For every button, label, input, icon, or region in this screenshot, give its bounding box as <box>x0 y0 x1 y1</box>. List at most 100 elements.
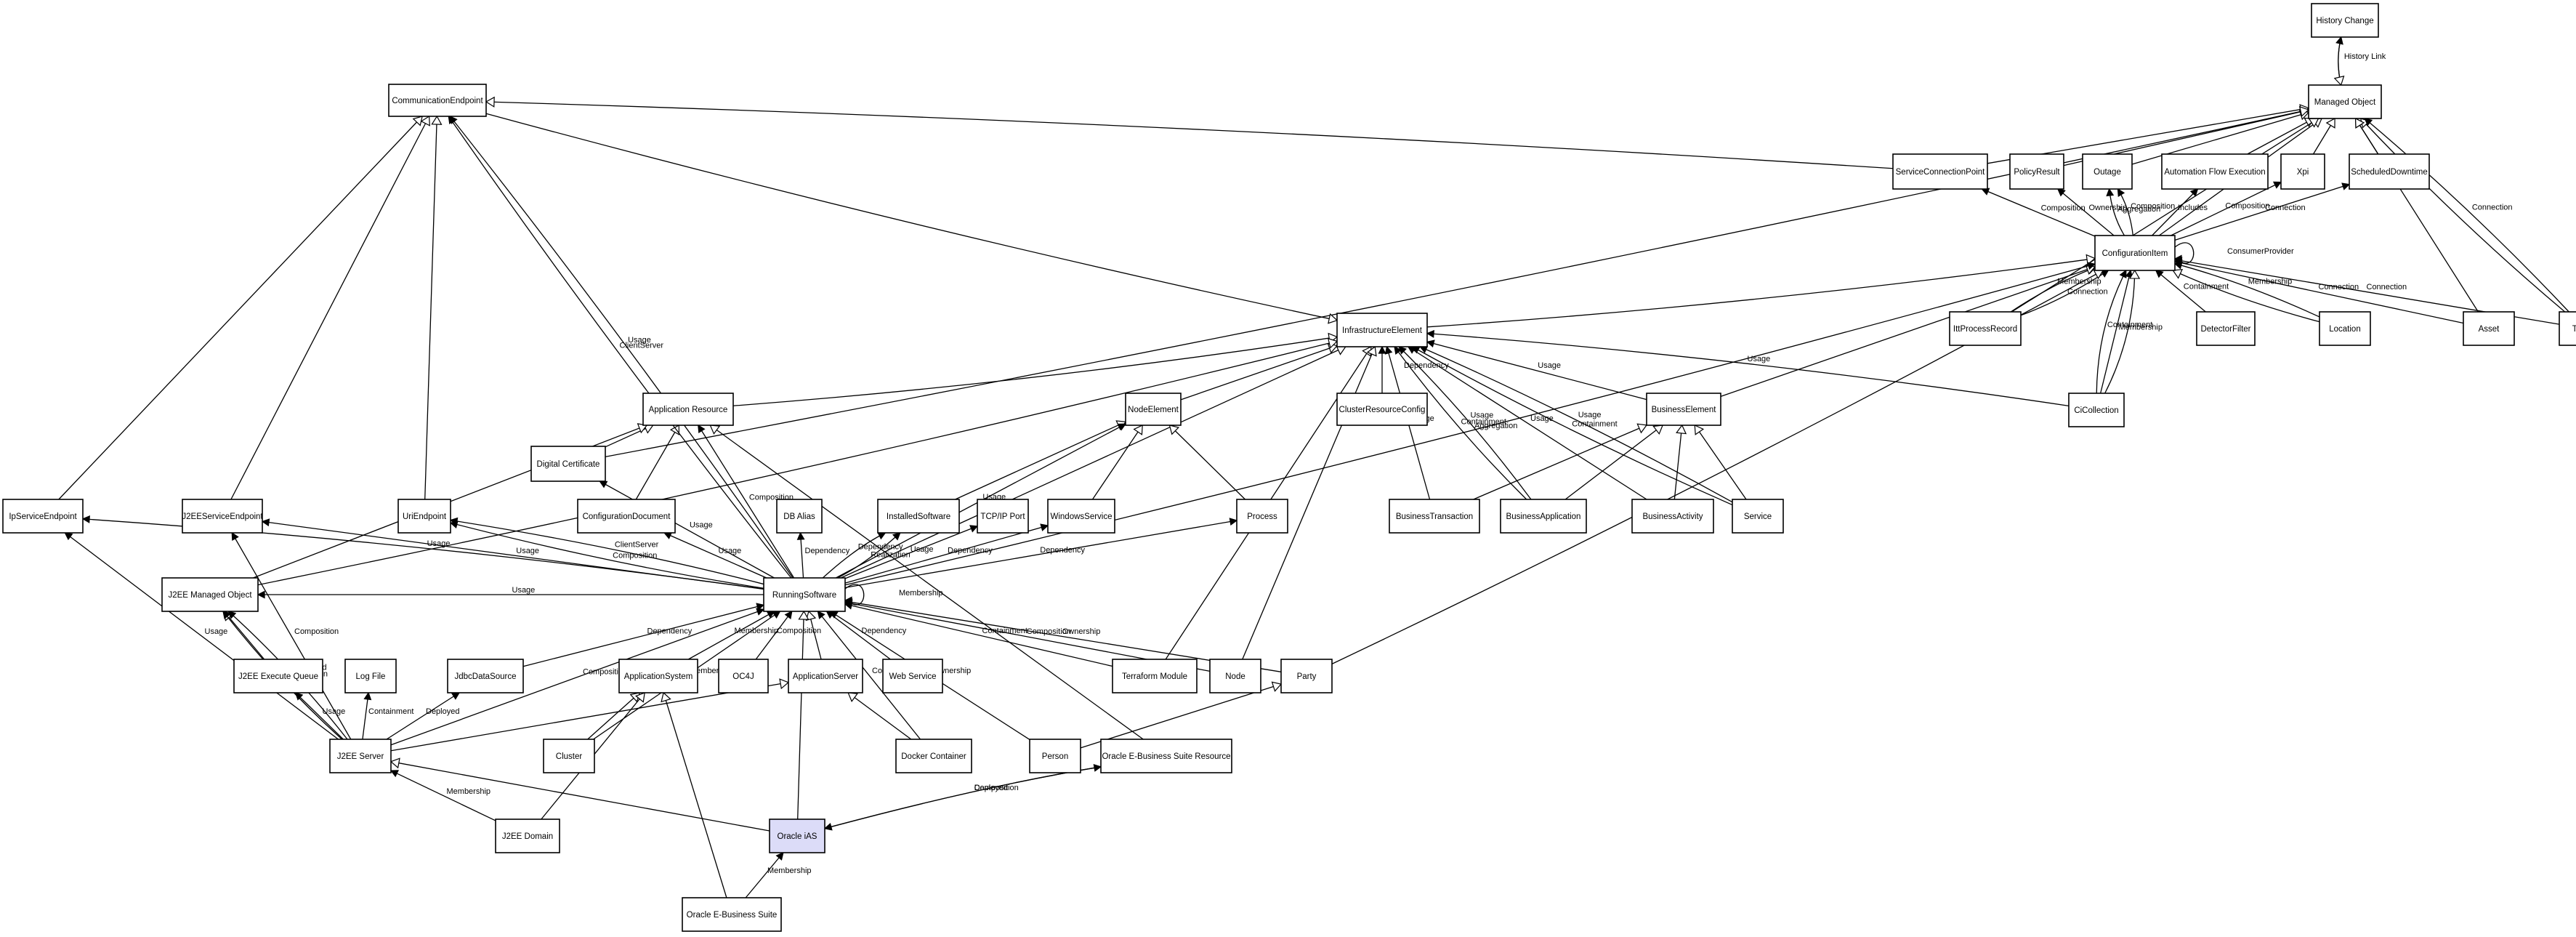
class-node-j2ee-server[interactable]: J2EE Server <box>329 739 392 773</box>
class-node-service-connection-point[interactable]: ServiceConnectionPoint <box>1892 153 1988 190</box>
edge-line <box>663 532 767 579</box>
class-node-detector-filter[interactable]: DetectorFilter <box>2196 311 2256 346</box>
class-box <box>161 577 259 612</box>
class-node-business-activity[interactable]: BusinessActivity <box>1631 499 1714 534</box>
class-node-scheduled-downtime[interactable]: ScheduledDowntime <box>2349 153 2430 190</box>
class-node-infrastructure-element[interactable]: InfrastructureElement <box>1336 313 1428 347</box>
inheritance-edge-communication-endpoint-to-infrastructure-element <box>485 113 1339 324</box>
class-node-service[interactable]: Service <box>1732 499 1784 534</box>
edge-line <box>635 425 679 500</box>
class-node-process[interactable]: Process <box>1236 499 1288 534</box>
class-node-digital-certificate[interactable]: Digital Certificate <box>530 446 606 482</box>
class-node-windows-service[interactable]: WindowsService <box>1047 499 1115 534</box>
class-box <box>642 393 734 426</box>
class-box <box>447 659 524 693</box>
edge-label: Aggregation <box>1474 422 1517 430</box>
edge-label: Containment <box>2184 282 2229 291</box>
association-edge-ci-collection-to-configuration-item: Membership <box>2100 269 2163 394</box>
class-node-business-application[interactable]: BusinessApplication <box>1500 499 1587 534</box>
inheritance-edge-process-to-node-element <box>1168 425 1245 500</box>
class-node-oracle-ebs[interactable]: Oracle E-Business Suite <box>682 897 782 932</box>
class-box <box>788 659 863 693</box>
class-node-running-software[interactable]: RunningSoftware <box>763 577 846 612</box>
class-node-node-element[interactable]: NodeElement <box>1125 393 1182 426</box>
class-node-terraform-module[interactable]: Terraform Module <box>1112 659 1198 693</box>
class-node-automation-flow-execution[interactable]: Automation Flow Execution <box>2161 153 2269 190</box>
inheritance-edge-asset-to-managed-object <box>2354 118 2479 313</box>
class-node-j2ee-managed-object[interactable]: J2EE Managed Object <box>161 577 259 612</box>
class-node-application-server[interactable]: ApplicationServer <box>788 659 863 693</box>
class-node-configuration-item[interactable]: ConfigurationItem <box>2094 235 2176 271</box>
class-node-oc4j[interactable]: OC4J <box>718 659 769 693</box>
edge-line <box>65 532 339 740</box>
inheritance-edge-j2ee-managed-object-to-infrastructure-element <box>257 337 1339 586</box>
association-edge-managed-object-to-history-change: History Link <box>2335 36 2386 86</box>
class-label: Xpi <box>2297 168 2309 177</box>
class-node-asset[interactable]: Asset <box>2463 311 2515 346</box>
class-node-oracle-ias[interactable]: Oracle iAS <box>769 819 825 853</box>
class-box <box>1209 659 1261 693</box>
edge-label: Containment <box>1461 417 1506 426</box>
class-node-docker-container[interactable]: Docker Container <box>895 739 972 773</box>
class-node-cluster[interactable]: Cluster <box>543 739 595 773</box>
class-node-log-file[interactable]: Log File <box>344 659 397 693</box>
association-edge-running-software-to-tcpip-port: Usage <box>844 525 979 579</box>
class-node-node[interactable]: Node <box>1209 659 1261 693</box>
class-node-j2ee-service-endpoint[interactable]: J2EEServiceEndpoint <box>182 499 263 534</box>
class-node-uri-endpoint[interactable]: UriEndpoint <box>397 499 451 534</box>
association-arrowhead <box>1426 339 1435 348</box>
class-node-business-transaction[interactable]: BusinessTransaction <box>1389 499 1480 534</box>
edge-line <box>1426 333 2070 406</box>
class-node-oracle-ebs-resource[interactable]: Oracle E-Business Suite Resource <box>1100 739 1232 773</box>
class-node-party[interactable]: Party <box>1280 659 1333 693</box>
class-label: Application Resource <box>649 406 728 414</box>
class-node-cluster-resource-config[interactable]: ClusterResourceConfig <box>1336 393 1428 426</box>
class-node-j2ee-domain[interactable]: J2EE Domain <box>495 819 560 853</box>
class-node-xpi[interactable]: Xpi <box>2280 153 2325 190</box>
edge-line <box>485 113 1338 321</box>
class-node-policy-result[interactable]: PolicyResult <box>2009 153 2064 190</box>
class-node-communication-endpoint[interactable]: CommunicationEndpoint <box>388 84 487 117</box>
class-node-jdbc-data-source[interactable]: JdbcDataSource <box>447 659 524 693</box>
class-node-outage[interactable]: Outage <box>2082 153 2133 190</box>
class-box <box>182 499 263 534</box>
class-label: BusinessApplication <box>1506 512 1581 521</box>
association-arrowhead <box>784 610 793 619</box>
class-box <box>1949 311 2022 346</box>
class-node-application-system[interactable]: ApplicationSystem <box>618 659 698 693</box>
class-node-history-change[interactable]: History Change <box>2311 3 2379 38</box>
class-node-ci-collection[interactable]: CiCollection <box>2068 393 2125 427</box>
class-node-db-alias[interactable]: DB Alias <box>776 499 823 534</box>
edge-label: Membership <box>2118 323 2163 331</box>
association-arrowhead <box>1378 345 1386 354</box>
class-node-person[interactable]: Person <box>1029 739 1081 773</box>
class-node-web-service[interactable]: Web Service <box>882 659 943 693</box>
edge-line <box>1982 188 2096 237</box>
class-node-application-resource[interactable]: Application Resource <box>642 393 734 426</box>
class-node-tcpip-port[interactable]: TCP/IP Port <box>977 499 1029 534</box>
edge-line <box>390 608 764 746</box>
association-arrowhead <box>261 518 270 527</box>
inheritance-arrowhead <box>637 423 648 434</box>
class-node-ip-service-endpoint[interactable]: IpServiceEndpoint <box>2 499 84 534</box>
association-arrowhead <box>449 517 459 526</box>
inheritance-edge-windows-service-to-node-element <box>1091 425 1143 500</box>
association-arrowhead <box>363 691 372 701</box>
class-node-location[interactable]: Location <box>2319 311 2371 346</box>
class-node-tenant[interactable]: Tenant <box>2559 311 2576 346</box>
inheritance-arrowhead <box>485 96 495 108</box>
class-node-business-element[interactable]: BusinessElement <box>1646 393 1721 426</box>
class-label: Location <box>2329 325 2360 334</box>
edge-line <box>599 480 775 579</box>
edge-label: Containment <box>368 707 413 716</box>
edge-label: Composition <box>583 667 627 676</box>
class-node-j2ee-execute-queue[interactable]: J2EE Execute Queue <box>233 659 323 693</box>
class-label: Process <box>1247 512 1277 521</box>
edge-line <box>2100 270 2131 394</box>
class-node-installed-software[interactable]: InstalledSoftware <box>877 499 960 534</box>
edge-line <box>449 116 794 579</box>
class-node-itprocess-record[interactable]: IttProcessRecord <box>1949 311 2022 346</box>
class-node-managed-object[interactable]: Managed Object <box>2308 84 2382 119</box>
class-node-configuration-document[interactable]: ConfigurationDocument <box>577 499 676 534</box>
inheritance-arrowhead <box>805 610 817 622</box>
